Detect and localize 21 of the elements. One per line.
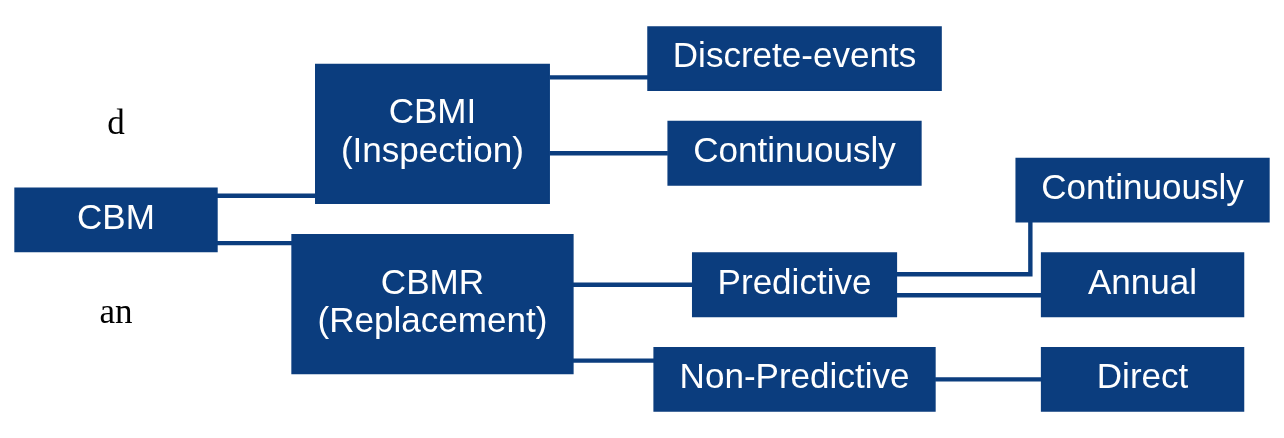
node-box: Predictive [691, 252, 898, 318]
connector [549, 151, 668, 156]
node-box: Continuously [667, 120, 922, 186]
node-box: Continuously [1015, 157, 1270, 223]
node-box: CBMI (Inspection) [315, 63, 550, 205]
connector [935, 377, 1042, 382]
connector [896, 221, 1033, 277]
node-box: Non-Predictive [653, 347, 936, 412]
node-box: Direct [1040, 347, 1245, 412]
connector [217, 240, 293, 246]
node-box: CBM [14, 187, 218, 253]
connector [572, 282, 693, 287]
connector [572, 358, 655, 363]
label: d [107, 102, 125, 142]
connector [896, 293, 1042, 298]
node-box: CBMR (Replacement) [291, 233, 574, 375]
node-box: Discrete-events [647, 26, 942, 91]
node-box: Annual [1040, 252, 1245, 318]
connector [217, 193, 316, 198]
label: an [99, 292, 133, 332]
connector [549, 75, 649, 80]
